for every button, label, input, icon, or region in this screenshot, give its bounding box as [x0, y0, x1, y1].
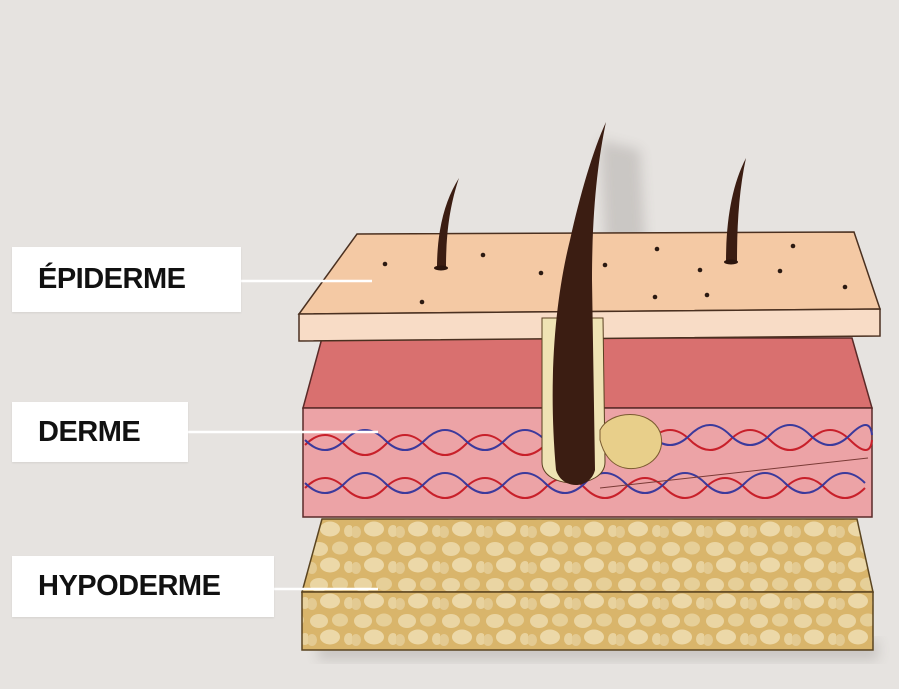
blood-vessel-blue-upper [304, 424, 873, 451]
epiderme-label: ÉPIDERME [12, 247, 241, 312]
small-hairs [434, 158, 746, 271]
small-hair-right [726, 158, 746, 262]
blood-vessel-blue-lower [304, 472, 866, 494]
pores [382, 243, 848, 305]
hypoderme-front-face [301, 591, 874, 651]
small-hair-left [437, 178, 459, 268]
hair-follicle [541, 122, 663, 485]
hypoderme-layer [301, 518, 874, 651]
hypoderme-label: HYPODERME [12, 556, 274, 617]
derme-layer [302, 337, 873, 518]
epiderme-label-text: ÉPIDERME [38, 263, 186, 295]
hypoderme-label-text: HYPODERME [38, 570, 221, 602]
blood-vessel-red-lower [304, 477, 866, 499]
derme-label-text: DERME [38, 415, 141, 448]
hypoderme-top-face [301, 518, 874, 593]
sebaceous-gland [599, 414, 663, 470]
derme-label: DERME [12, 402, 188, 462]
hair-shaft [552, 122, 606, 485]
arrector-muscle-line [599, 457, 869, 489]
blood-vessel-red-upper [304, 429, 873, 456]
